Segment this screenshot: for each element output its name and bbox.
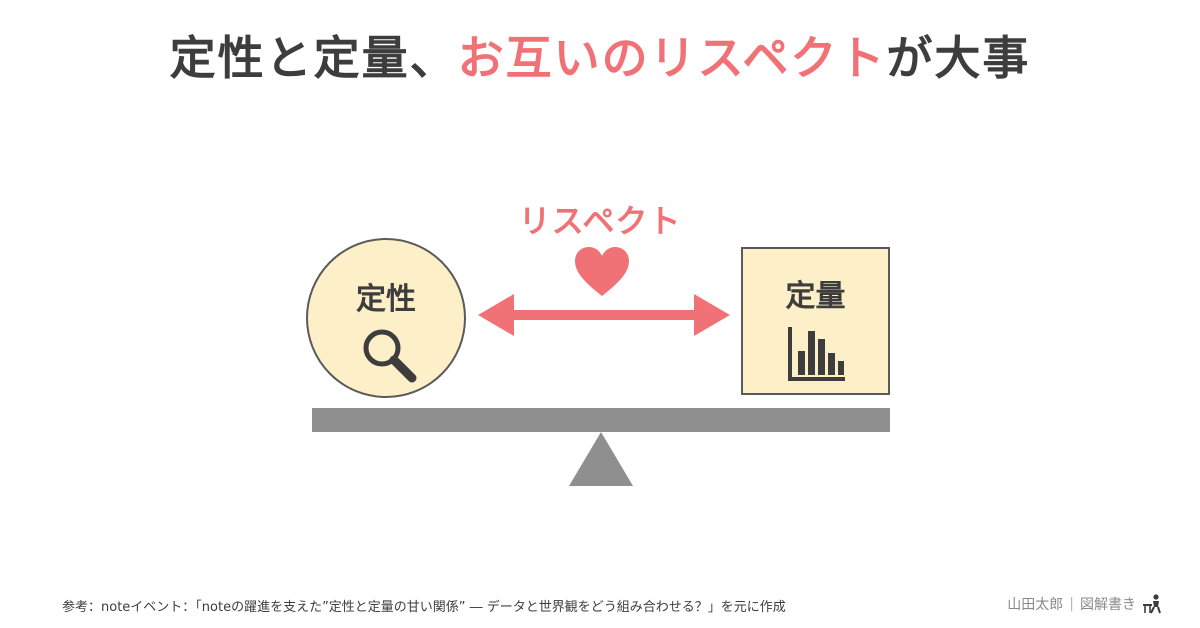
magnifier-icon <box>363 329 417 383</box>
qualitative-label: 定性 <box>356 282 416 317</box>
title-part-2-highlight: お互いのリスペクト <box>457 31 887 85</box>
seesaw-beam <box>312 408 890 432</box>
bar-chart-icon <box>788 327 845 381</box>
credit-separator: | <box>1069 596 1074 612</box>
respect-label: リスペクト <box>518 202 682 240</box>
page-title: 定性と定量、お互いのリスペクトが大事 <box>0 22 1200 88</box>
person-at-desk-icon <box>1143 594 1161 614</box>
reference-note: 参考：noteイベント：「noteの躍進を支えた”定性と定量の甘い関係” ― デ… <box>62 600 786 615</box>
title-part-3: が大事 <box>886 31 1031 85</box>
qualitative-circle: 定性 <box>306 238 466 398</box>
quantitative-box: 定量 <box>741 247 890 395</box>
heart-icon <box>575 247 629 296</box>
quantitative-label: 定量 <box>785 279 846 314</box>
author-credit: 山田太郎 | 図解書き <box>1007 594 1164 614</box>
seesaw-fulcrum <box>569 432 633 486</box>
brand-name: 図解書き <box>1080 597 1136 613</box>
author-name: 山田太郎 <box>1007 597 1064 613</box>
title-part-1: 定性と定量、 <box>169 31 458 85</box>
double-arrow <box>478 294 730 336</box>
